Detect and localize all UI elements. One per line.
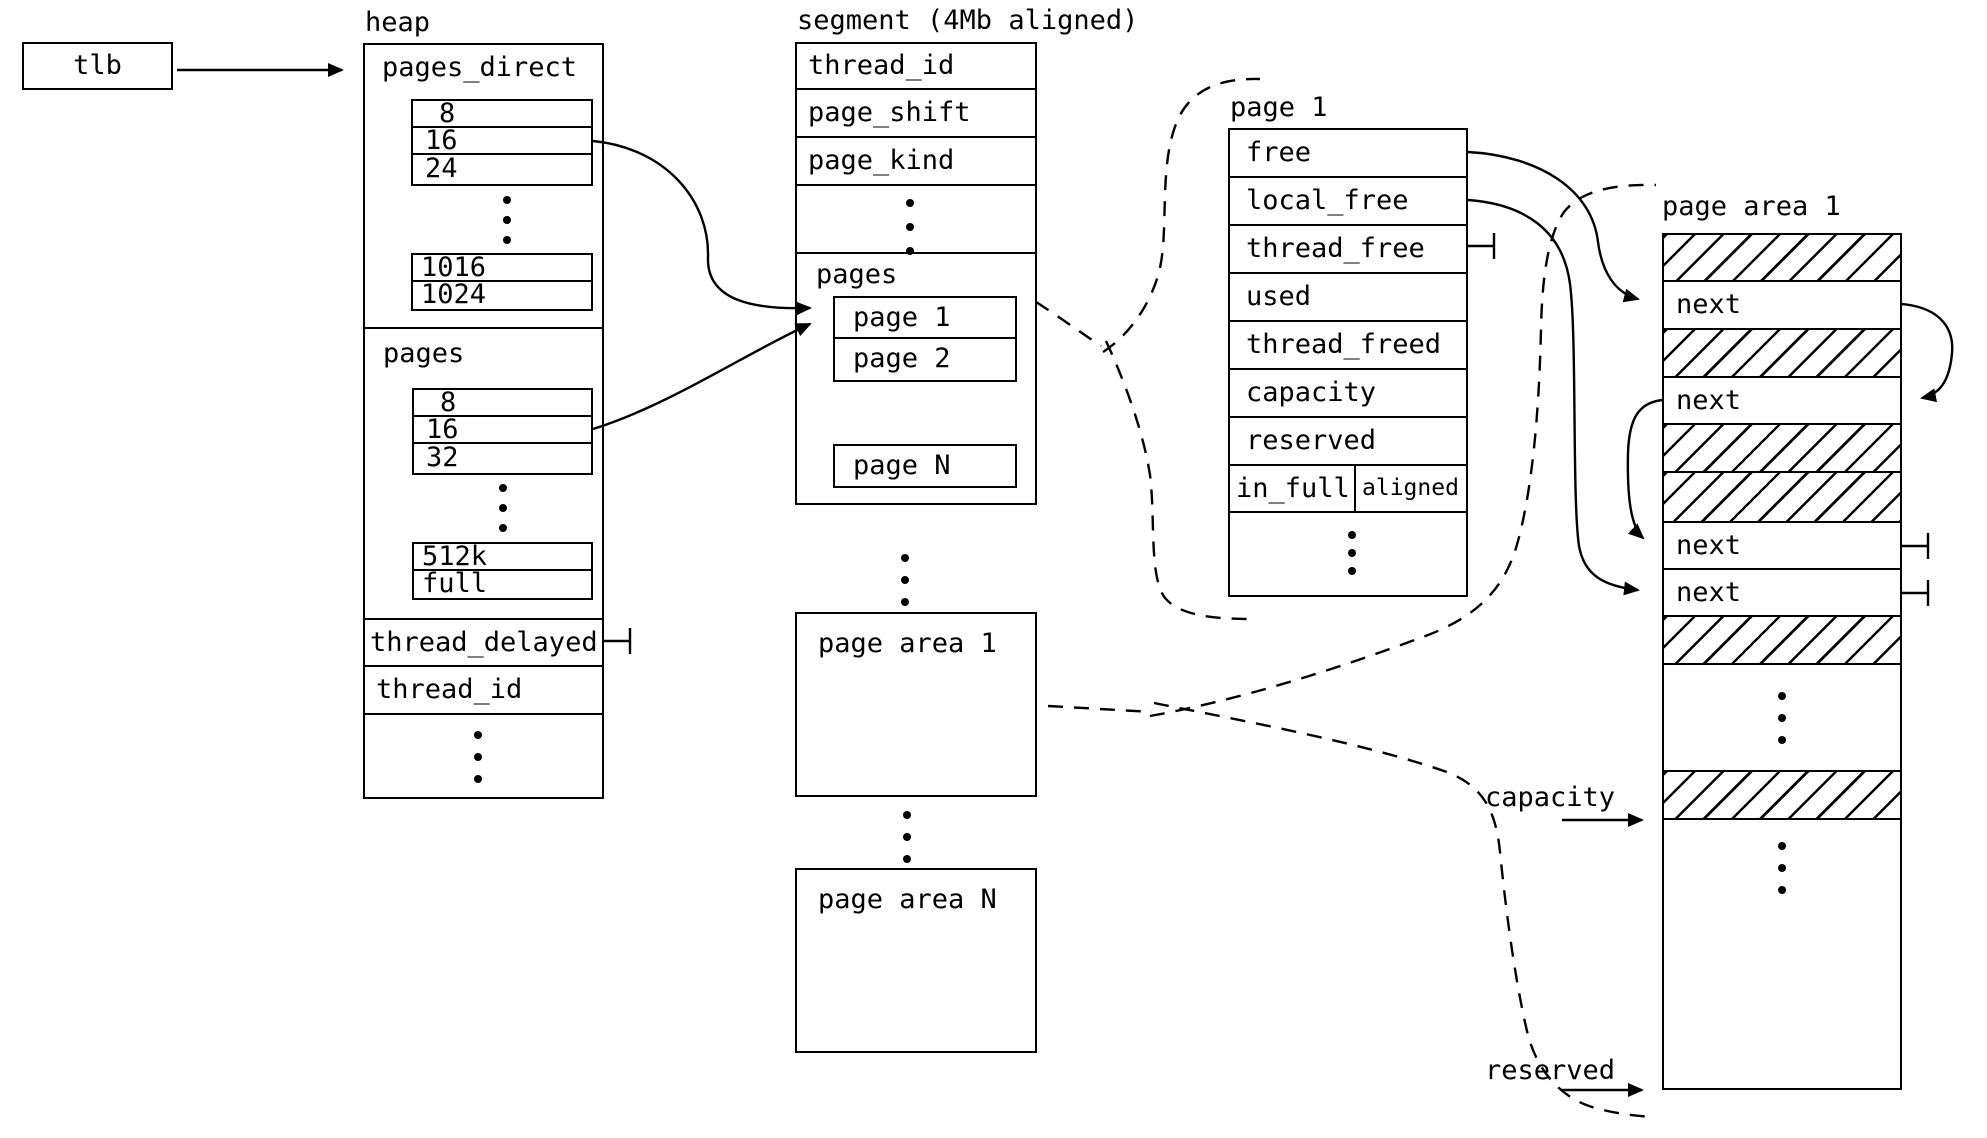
page-field-capacity: capacity [1230, 370, 1466, 418]
segment-divider [797, 88, 1035, 90]
heap-size-row: 1024 [421, 279, 487, 310]
segment-page-area-1-box: page area 1 [795, 612, 1037, 797]
segment-page-row: page 2 [853, 343, 951, 374]
heap-pages-direct-table-tail: 1016 1024 [411, 253, 593, 311]
heap-size-row: 24 [425, 153, 458, 184]
segment-divider [797, 184, 1035, 186]
page-field-flags-row: in_full aligned [1230, 466, 1466, 513]
heap-size-row: 16 [413, 127, 591, 155]
heap-section-divider [365, 327, 602, 329]
arrow-next2-to-next3 [1626, 398, 1663, 540]
tlb-box: tlb [22, 42, 173, 90]
segment-divider [797, 136, 1035, 138]
arrow-next1-to-next2 [1901, 302, 1954, 403]
page-field-thread-freed: thread_freed [1230, 322, 1466, 370]
null-terminator-next3 [1902, 533, 1930, 559]
page-field-used: used [1230, 274, 1466, 322]
heap-pages-table-tail: 512k full [412, 542, 593, 600]
page-field-in-full: in_full [1230, 466, 1356, 511]
null-terminator-next4 [1902, 580, 1930, 606]
heap-thread-id-field: thread_id [376, 674, 523, 705]
page-field-free: free [1230, 130, 1466, 178]
null-terminator-thread-delayed [604, 628, 632, 654]
heap-pages-table: 8 16 32 [412, 388, 593, 475]
segment-pages-table: page 1 page 2 [833, 296, 1017, 382]
allocated-block [1664, 425, 1900, 473]
segment-page-shift-field: page_shift [808, 97, 971, 128]
segment-thread-id-field: thread_id [808, 50, 955, 81]
page-field-local-free: local_free [1230, 178, 1466, 226]
capacity-pointer-label: capacity [1484, 782, 1615, 813]
heap-size-row: 1016 [413, 254, 591, 282]
page-struct-title: page 1 [1230, 92, 1328, 123]
allocated-block [1664, 330, 1900, 378]
allocated-block [1664, 235, 1900, 282]
arrow-pages-direct-16-to-page1 [592, 139, 812, 316]
free-block-next: next [1664, 378, 1900, 425]
heap-box: pages_direct 8 16 24 1016 1024 pages 8 1… [363, 43, 604, 799]
segment-pages-label: pages [816, 259, 898, 290]
heap-size-row: 32 [426, 442, 459, 473]
segment-page-kind-field: page_kind [808, 145, 955, 176]
heap-title: heap [365, 7, 431, 38]
reserved-space [1664, 820, 1900, 1088]
unused-block [1664, 665, 1900, 772]
free-block-next: next [1664, 570, 1900, 617]
heap-pages-direct-table: 8 16 24 [411, 99, 593, 186]
segment-title: segment (4Mb aligned) [797, 5, 1139, 36]
arrow-free-to-next1 [1467, 150, 1640, 303]
heap-thread-delayed-field: thread_delayed [370, 627, 598, 658]
page-field-reserved: reserved [1230, 418, 1466, 466]
dashed-page1-brace-tail [1035, 300, 1102, 347]
ellipsis-dots-between-page-areas [903, 811, 911, 863]
segment-page-row: page 1 [835, 298, 1015, 339]
arrow-pages-16-to-page1 [592, 322, 812, 431]
allocated-block [1664, 617, 1900, 665]
heap-divider [365, 618, 602, 620]
segment-page-area-1-label: page area 1 [818, 628, 997, 659]
heap-size-row: 8 [414, 389, 591, 417]
heap-divider [365, 713, 602, 715]
tlb-label: tlb [73, 50, 122, 81]
page-area-column: next next next next [1662, 233, 1902, 1090]
free-block-next: next [1664, 523, 1900, 570]
segment-divider [797, 252, 1035, 254]
segment-page-area-n-box: page area N [795, 868, 1037, 1053]
heap-pages-direct-label: pages_direct [382, 52, 578, 83]
page-area-column-title: page area 1 [1662, 191, 1841, 222]
free-block-next: next [1664, 282, 1900, 330]
segment-page-area-n-label: page area N [818, 884, 997, 915]
allocated-block [1664, 772, 1900, 820]
null-terminator-thread-free [1468, 233, 1496, 259]
page-field-aligned: aligned [1362, 475, 1459, 501]
heap-size-row: 512k [414, 543, 591, 571]
heap-divider [365, 665, 602, 667]
page-struct-box: free local_free thread_free used thread_… [1228, 128, 1468, 597]
heap-size-row: 8 [413, 100, 591, 128]
heap-size-row: 16 [414, 416, 591, 444]
heap-size-row: full [422, 568, 488, 599]
dashed-page-area-brace-tail [1047, 704, 1153, 714]
segment-page-n-label: page N [853, 450, 951, 481]
heap-pages-label: pages [383, 338, 465, 369]
segment-box: thread_id page_shift page_kind pages pag… [795, 42, 1037, 505]
reserved-pointer-label: reserved [1484, 1055, 1615, 1086]
page-field-thread-free: thread_free [1230, 226, 1466, 274]
ellipsis-dots-below-segment [901, 554, 909, 606]
arrow-local-free-to-next4 [1467, 198, 1640, 596]
segment-page-n-box: page N [833, 444, 1017, 488]
allocated-block [1664, 473, 1900, 523]
